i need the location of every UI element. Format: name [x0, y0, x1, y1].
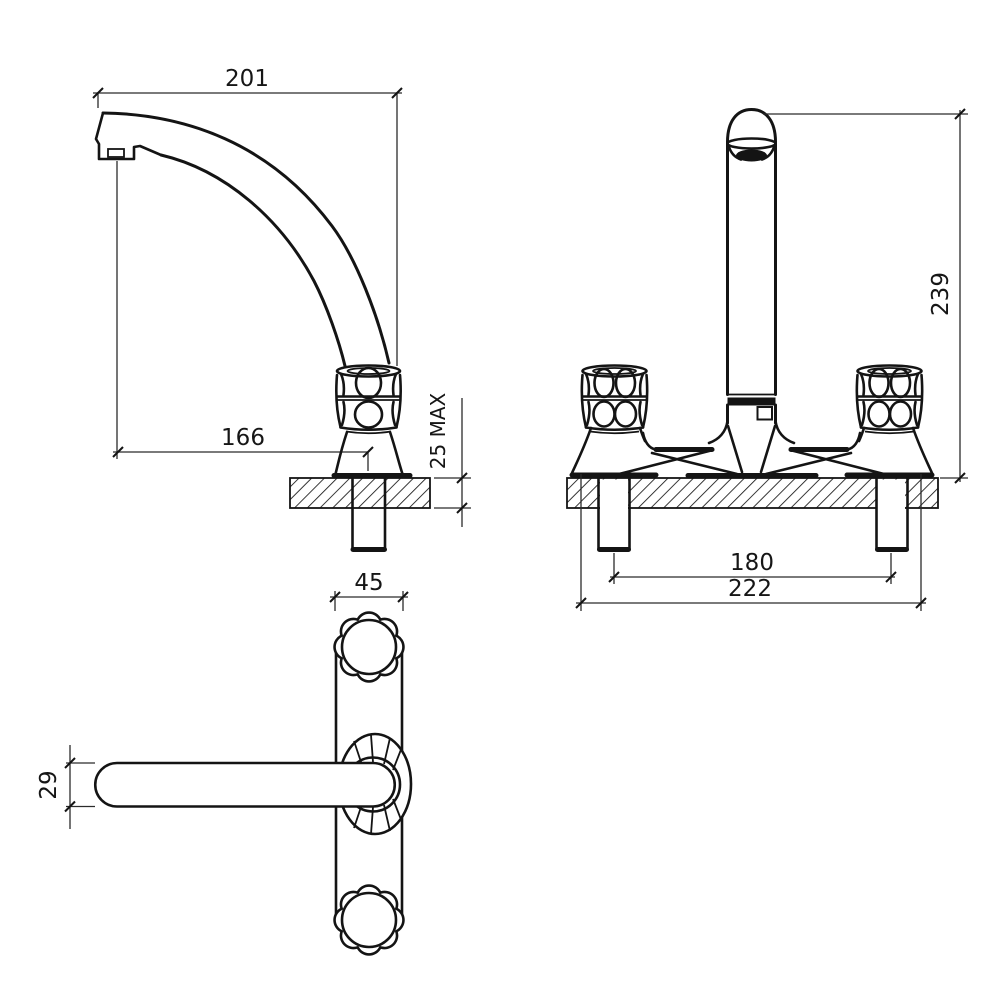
knob-plan-bottom — [333, 884, 405, 956]
dim-label-29: 29 — [36, 770, 62, 799]
dim-label-222: 222 — [728, 576, 772, 602]
spout-dome — [726, 108, 777, 144]
handle-front-left — [569, 364, 659, 478]
dim-label-45: 45 — [354, 570, 383, 596]
dimension-tail-centres: 180 — [608, 550, 897, 584]
spout-column — [726, 108, 777, 425]
aerator-outline — [107, 148, 125, 158]
knob-plan-top — [333, 611, 405, 683]
dimension-overall-width: 222 — [575, 474, 927, 611]
dim-label-25max: 25 MAX — [426, 392, 450, 469]
dimension-body-width: 45 — [329, 570, 409, 611]
front-view: 239 180 222 — [566, 108, 968, 611]
shank-clear-right — [877, 479, 905, 549]
shank-clear-left — [600, 479, 628, 549]
deck-section-front — [566, 473, 939, 552]
column-detail — [756, 406, 773, 421]
dimension-overall-height: 239 — [763, 108, 968, 484]
deck-hatch — [290, 478, 430, 508]
dim-label-180: 180 — [730, 550, 774, 576]
plan-view: 45 — [36, 570, 413, 956]
deck-section-side — [289, 476, 431, 552]
handle-front-right — [844, 364, 935, 478]
side-view: 201 166 — [92, 66, 471, 552]
bridge-body — [617, 419, 886, 476]
knob-cutout-lower — [353, 400, 384, 429]
dim-label-201: 201 — [225, 66, 269, 92]
knob-cutout-upper — [354, 366, 383, 400]
dimension-spout-outlet-offset: 166 — [112, 161, 374, 471]
dimension-deck-thickness: 25 MAX — [426, 392, 471, 527]
dimension-spout-reach: 201 — [92, 66, 403, 366]
spout-outlet — [736, 149, 767, 162]
lever-arm-plan — [93, 761, 397, 808]
dimension-lever-width: 29 — [36, 745, 95, 829]
dim-label-166: 166 — [221, 425, 265, 451]
handle-side — [331, 364, 413, 478]
dim-label-239: 239 — [928, 272, 954, 316]
spout-side — [94, 111, 391, 368]
